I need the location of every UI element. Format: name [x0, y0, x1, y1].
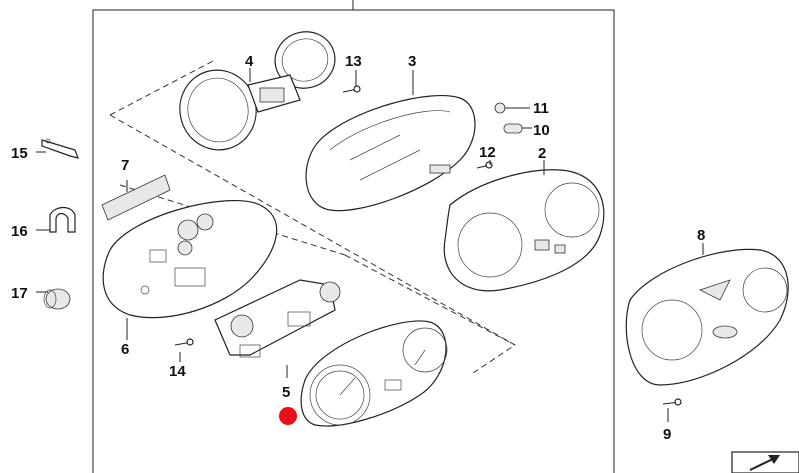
part-16-bracket — [49, 206, 76, 233]
callout-11: 11 — [533, 100, 549, 117]
part-17-grommet — [45, 288, 71, 310]
leader-lines — [36, 68, 704, 422]
callout-7: 7 — [121, 157, 129, 174]
callout-17: 17 — [11, 285, 28, 302]
callout-16: 16 — [11, 223, 28, 240]
callout-15: 15 — [11, 145, 28, 162]
part-5-instrument-cluster — [214, 279, 448, 427]
part-3-cover — [305, 94, 476, 212]
diagram-frame — [92, 0, 615, 473]
callout-5: 5 — [282, 384, 290, 401]
arrow-icon[interactable] — [731, 451, 799, 473]
callout-9: 9 — [663, 426, 671, 443]
callout-10: 10 — [533, 122, 550, 139]
part-4-lenses — [179, 31, 336, 151]
assembly-dashed-outline — [109, 59, 516, 376]
callout-6: 6 — [121, 341, 129, 358]
callout-4: 4 — [245, 53, 254, 70]
callout-14: 14 — [169, 363, 186, 380]
callout-2: 2 — [538, 145, 546, 162]
callout-3: 3 — [408, 53, 416, 70]
part-6-rear-housing — [102, 199, 278, 319]
callout-13: 13 — [345, 53, 362, 70]
part-7-strip — [101, 174, 171, 221]
callout-labels: 2 3 4 5 6 7 8 9 10 11 12 13 14 15 16 17 — [11, 53, 705, 443]
hardware-parts — [41, 85, 682, 406]
callout-8: 8 — [697, 227, 705, 244]
callout-12: 12 — [479, 144, 496, 161]
part-15-clip — [41, 139, 79, 159]
part-8-housing — [625, 248, 789, 386]
selection-marker[interactable] — [279, 407, 297, 425]
part-2-housing — [443, 169, 605, 292]
